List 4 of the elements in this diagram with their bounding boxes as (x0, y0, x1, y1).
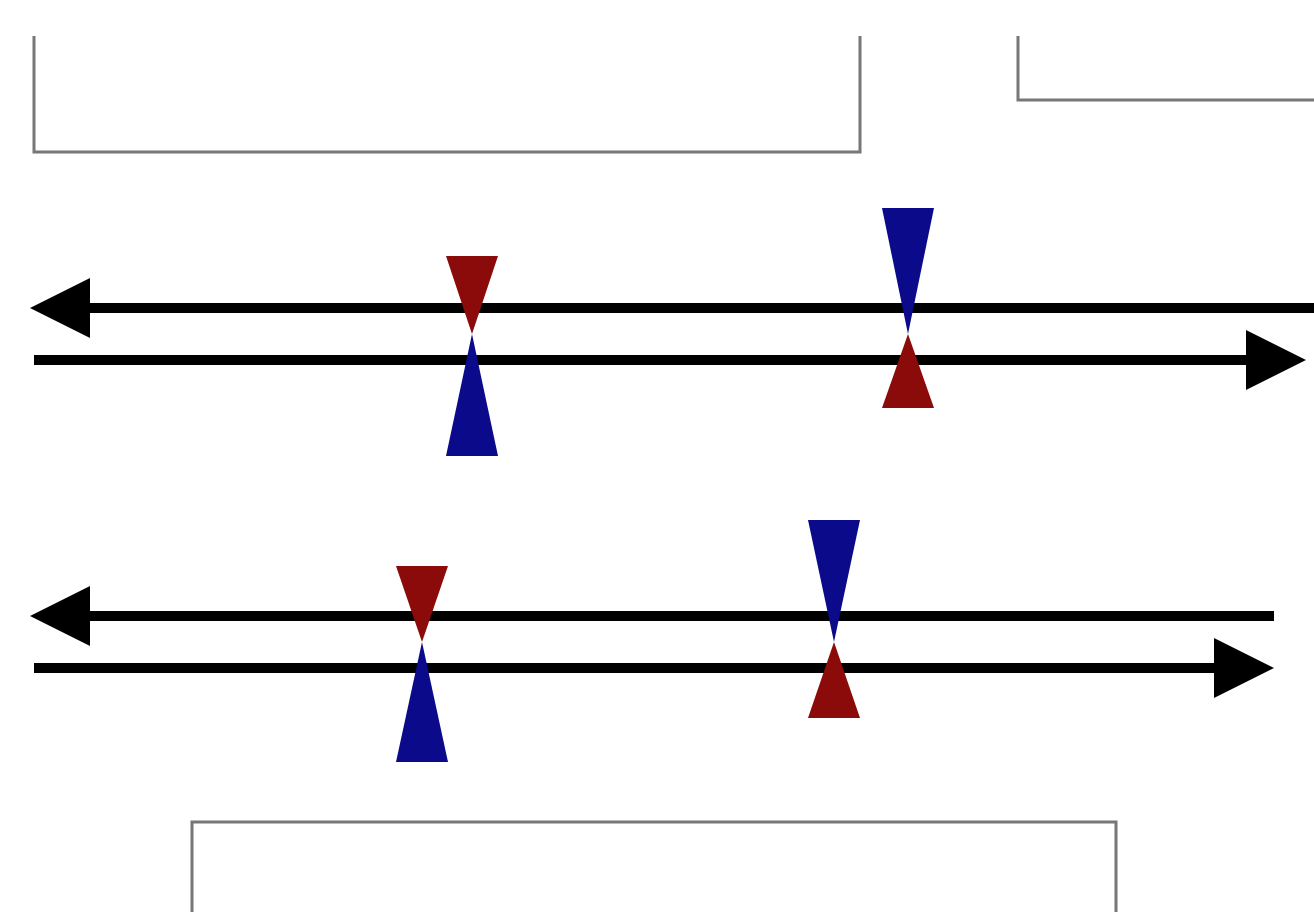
bowtie-marker (808, 520, 860, 718)
bowtie-marker (446, 256, 498, 456)
bowtie-marker (882, 208, 934, 408)
bowtie-marker (396, 566, 448, 762)
